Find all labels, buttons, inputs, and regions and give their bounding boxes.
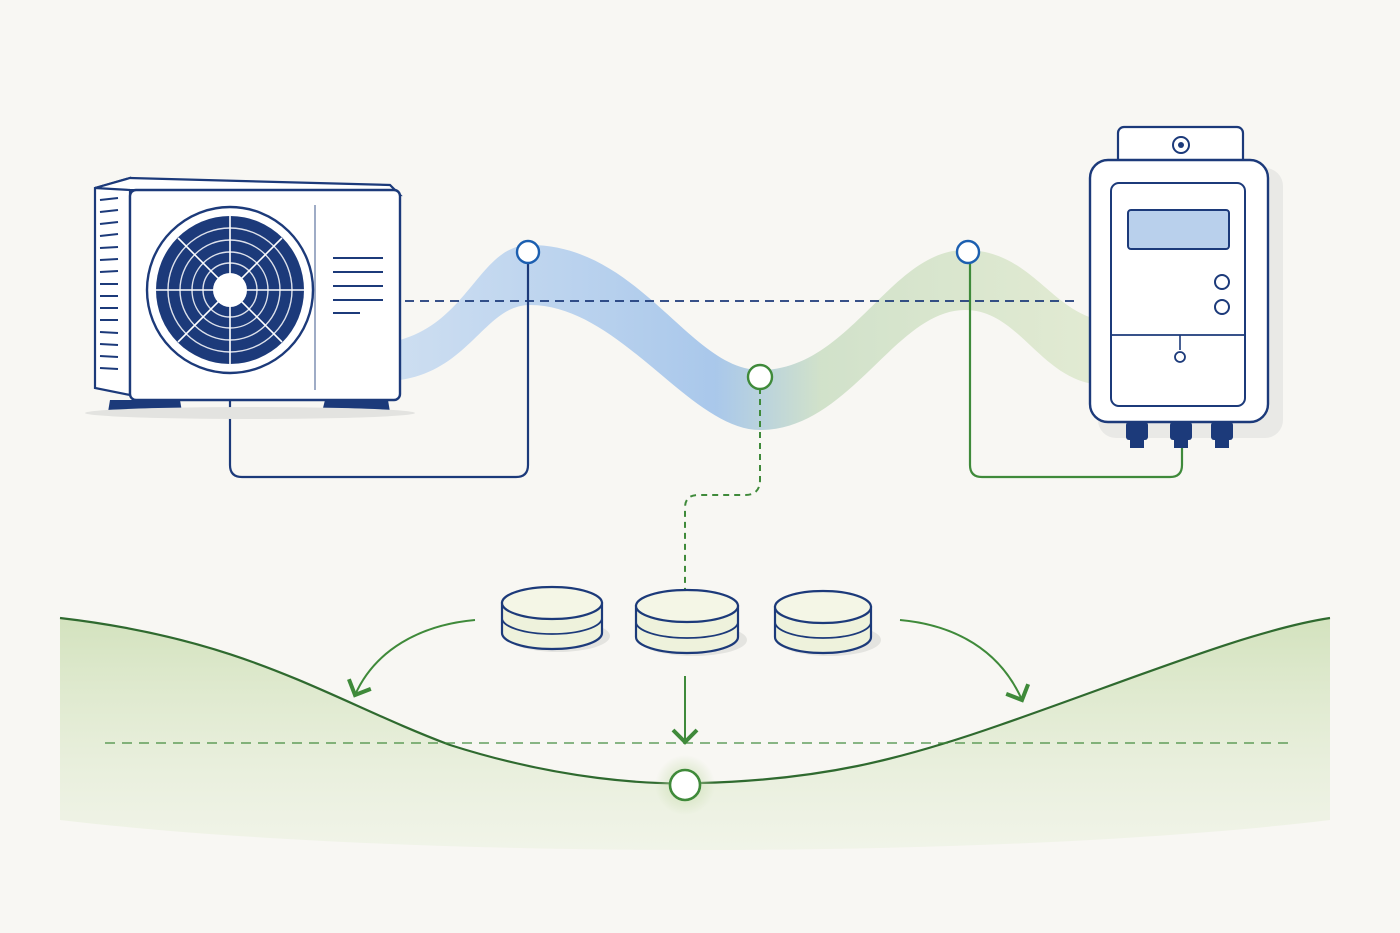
storage-disc-left xyxy=(500,585,610,652)
arrow-left xyxy=(347,619,476,698)
controller-icon xyxy=(1088,125,1283,448)
heatpump-connector xyxy=(228,255,530,479)
distribution-arrows xyxy=(347,619,1031,745)
storage-disc-middle xyxy=(634,588,747,656)
ground-node xyxy=(655,755,715,815)
arrow-right xyxy=(899,619,1031,703)
heat-pump-icon xyxy=(85,176,415,419)
storage-disc-right xyxy=(773,589,881,656)
connectors xyxy=(228,255,1184,590)
wave-node-right xyxy=(955,239,981,265)
controller-connector xyxy=(968,262,1184,479)
controller-screen xyxy=(1127,209,1230,250)
wave-node-middle xyxy=(746,363,774,391)
wave-nodes xyxy=(515,239,981,391)
storage-units xyxy=(500,585,881,656)
storage-connector xyxy=(684,388,761,590)
energy-wave xyxy=(400,245,1100,430)
wave-node-left xyxy=(515,239,541,265)
fan-icon xyxy=(145,205,315,375)
